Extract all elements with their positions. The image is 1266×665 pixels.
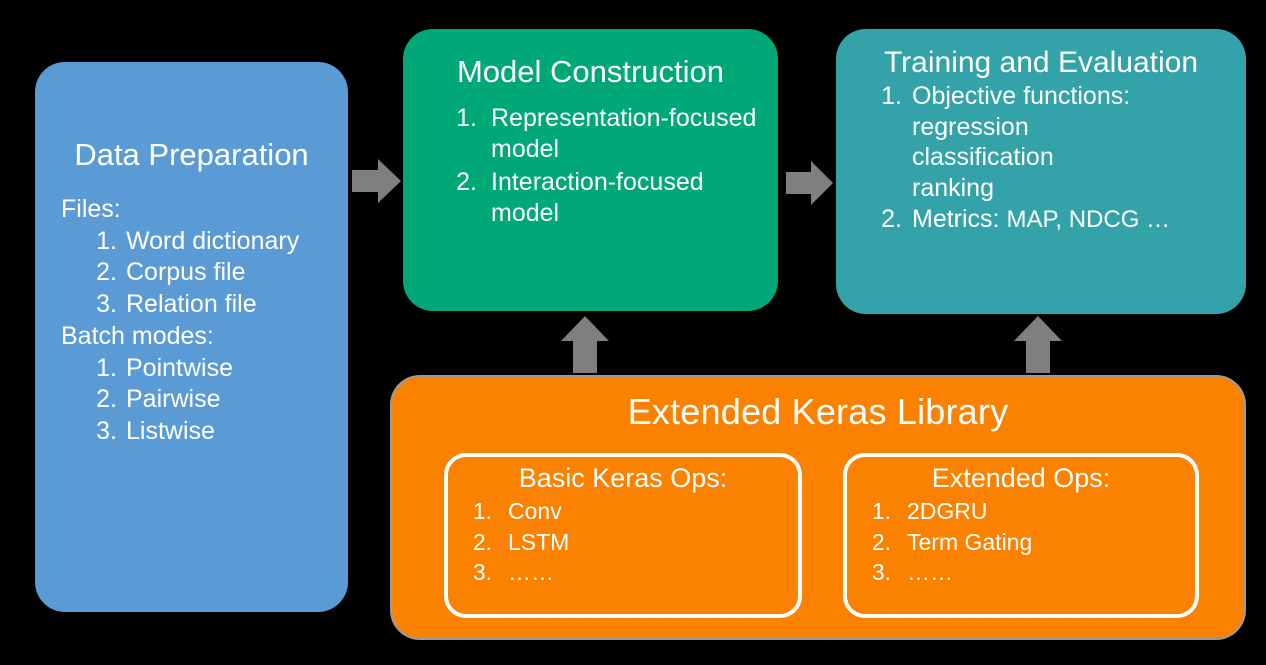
list-item: 2. Term Gating (867, 527, 1185, 558)
basic-keras-ops-title: Basic Keras Ops: (518, 463, 728, 493)
list-text: Representation-focused model (491, 104, 757, 163)
metrics-label: Metrics: (912, 205, 1000, 233)
list-text: Conv (508, 498, 562, 525)
list-item: 1. Objective functions: (876, 81, 1232, 112)
block-training-evaluation: Training and Evaluation 1. Objective fun… (836, 29, 1246, 314)
extended-keras-library-title: Extended Keras Library (627, 391, 1009, 432)
list-text: Pairwise (126, 385, 221, 414)
training-evaluation-title: Training and Evaluation (883, 46, 1199, 79)
list-number: 3. (472, 559, 492, 586)
list-number: 1. (472, 498, 492, 525)
objective-subline-regression: regression (912, 112, 1029, 141)
list-text: Interaction-focused model (491, 168, 704, 227)
list-number: 2. (456, 168, 477, 197)
list-number: 1. (96, 353, 117, 382)
list-item: 1. Word dictionary (83, 226, 328, 257)
list-item: 1. Pointwise (83, 353, 328, 384)
list-text: Word dictionary (126, 226, 300, 255)
data-prep-group-label-batch-modes: Batch modes: (61, 322, 214, 351)
arrow-keras-to-training-icon (1013, 316, 1063, 374)
arrow-model-to-training-icon (786, 159, 834, 207)
list-text: Pointwise (126, 353, 233, 382)
training-evaluation-body: 1. Objective functions: regression class… (850, 81, 1232, 235)
arrow-data-to-model-icon (352, 156, 402, 206)
ops-box-extended-ops: Extended Ops: 1. 2DGRU 2. Term Gating 3.… (843, 453, 1199, 618)
basic-keras-ops-list: 1. Conv 2. LSTM 3. …… (458, 496, 788, 588)
list-number: 3. (96, 416, 117, 445)
list-text: Term Gating (907, 528, 1033, 555)
list-number: 2. (96, 258, 117, 287)
list-text: LSTM (508, 528, 570, 555)
list-item: 3. …… (867, 557, 1185, 588)
list-text: Relation file (126, 289, 257, 318)
data-prep-group-label-files: Files: (61, 195, 121, 224)
data-prep-batch-modes-list: 1. Pointwise 2. Pairwise 3. Listwise (83, 353, 328, 447)
list-item: 1. 2DGRU (867, 496, 1185, 527)
list-item: 2. Pairwise (83, 384, 328, 415)
ops-box-basic-keras-ops: Basic Keras Ops: 1. Conv 2. LSTM 3. …… (444, 453, 802, 618)
metrics-values: MAP, NDCG … (1006, 206, 1171, 233)
list-item: 2. Corpus file (83, 257, 328, 288)
block-model-construction: Model Construction 1. Representation-foc… (403, 29, 778, 311)
ops-boxes-row: Basic Keras Ops: 1. Conv 2. LSTM 3. …… (392, 377, 1244, 638)
list-text: Objective functions: (912, 82, 1131, 110)
list-item: 2. LSTM (468, 527, 788, 558)
list-number: 3. (96, 289, 117, 318)
model-construction-title: Model Construction (456, 54, 725, 89)
list-number: 2. (871, 528, 891, 555)
list-number: 2. (96, 385, 117, 414)
objective-subline-classification: classification (912, 143, 1054, 171)
list-text: Metrics: MAP, NDCG … (912, 204, 1232, 235)
list-item: 3. Listwise (83, 416, 328, 447)
list-number: 1. (871, 498, 891, 525)
list-number: 1. (96, 226, 117, 255)
data-preparation-body: Files: 1. Word dictionary 2. Corpus file… (55, 194, 328, 446)
list-text: …… (508, 559, 554, 586)
list-text: Corpus file (126, 258, 246, 287)
list-number: 2. (472, 528, 492, 555)
list-number: 1. (456, 104, 477, 133)
list-text: 2DGRU (907, 498, 988, 525)
list-item: 3. Relation file (83, 289, 328, 320)
data-prep-files-list: 1. Word dictionary 2. Corpus file 3. Rel… (83, 226, 328, 320)
list-item: 2. Metrics: MAP, NDCG … (876, 204, 1232, 235)
training-evaluation-list: 1. Objective functions: (876, 81, 1232, 112)
list-item: 3. …… (468, 557, 788, 588)
list-item: 1. Conv (468, 496, 788, 527)
model-construction-list: 1. Representation-focused model 2. Inter… (449, 103, 760, 228)
arrow-keras-to-model-icon (560, 316, 610, 374)
list-item: 2. Interaction-focused model (449, 167, 760, 228)
extended-ops-title: Extended Ops: (931, 463, 1111, 493)
model-construction-body: 1. Representation-focused model 2. Inter… (421, 103, 760, 228)
data-preparation-title: Data Preparation (74, 137, 309, 172)
block-extended-keras-library: Extended Keras Library Basic Keras Ops: … (390, 375, 1246, 640)
list-text: …… (907, 559, 953, 586)
list-number: 3. (871, 559, 891, 586)
extended-ops-list: 1. 2DGRU 2. Term Gating 3. …… (857, 496, 1185, 588)
list-item: 1. Representation-focused model (449, 103, 760, 164)
objective-subline-ranking: ranking (912, 173, 994, 202)
list-text: Listwise (126, 416, 215, 445)
block-data-preparation: Data Preparation Files: 1. Word dictiona… (35, 62, 348, 612)
list-number: 1. (881, 82, 902, 110)
training-evaluation-metrics-list: 2. Metrics: MAP, NDCG … (876, 204, 1232, 235)
list-number: 2. (881, 205, 902, 233)
